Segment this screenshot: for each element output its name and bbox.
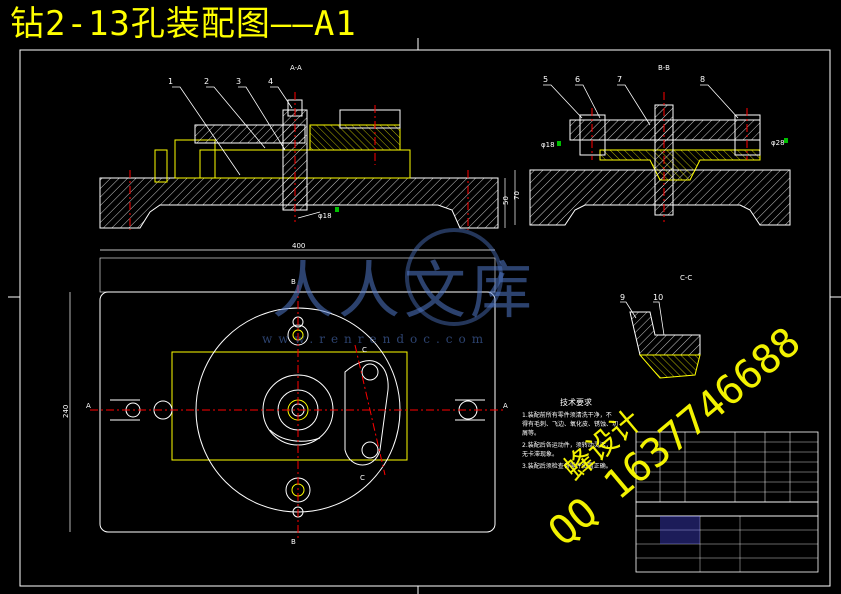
part-number-4: 4 — [268, 77, 273, 86]
c-c-labels: C-C 9 10 — [620, 274, 692, 302]
marker-b-bottom: B — [291, 538, 296, 546]
part-number-6: 6 — [575, 75, 580, 84]
section-b-b — [514, 84, 791, 226]
tech-note-4: 2.装配后各运动件，须转动灵活， — [522, 442, 612, 449]
section-b-b-label: B-B — [658, 64, 670, 72]
dim-400: 400 — [292, 242, 305, 250]
tech-note-5: 无卡滞现象。 — [522, 451, 559, 458]
tech-note-1: 1.装配前所有零件须清洗干净，不 — [522, 412, 612, 419]
tech-note-3: 屑等。 — [522, 430, 541, 437]
watermark-cn: 人人文库 — [272, 254, 537, 327]
part-number-8: 8 — [700, 75, 705, 84]
a-a-labels: A-A 1 2 3 4 50 φ18 — [168, 64, 510, 220]
tech-req-title: 技术要求 — [560, 398, 592, 407]
tech-note-2: 得有毛刺、飞边、氧化皮、锈蚀、切 — [522, 421, 619, 428]
part-number-7: 7 — [617, 75, 622, 84]
watermark-url: www.renrendoc.com — [262, 332, 490, 346]
watermark-logo-icon — [405, 228, 503, 326]
drawing-title: 钻2-13孔装配图——A1 — [10, 4, 357, 44]
dim-70: 70 — [513, 191, 521, 200]
section-c-c-label: C-C — [680, 274, 692, 282]
part-number-9: 9 — [620, 293, 625, 302]
marker-b-top: B — [291, 278, 296, 286]
dim-50: 50 — [502, 196, 510, 205]
tech-note-6: 3.装配后须检查各零件位置正确。 — [522, 463, 612, 470]
dim-phi-1: φ18 — [318, 212, 332, 220]
part-number-3: 3 — [236, 77, 241, 86]
part-number-2: 2 — [204, 77, 209, 86]
section-a-a — [99, 86, 506, 230]
b-b-labels: B-B 5 6 7 8 φ18 φ28 70 — [513, 64, 785, 200]
marker-c-bottom: C — [360, 474, 365, 482]
title-block — [635, 431, 819, 573]
marker-a-left: A — [86, 402, 91, 410]
part-number-10: 10 — [653, 293, 663, 302]
marker-a-right: A — [503, 402, 508, 410]
plan-labels: 400 240 A A B B C C — [62, 242, 508, 546]
section-a-a-label: A-A — [290, 64, 302, 72]
part-number-5: 5 — [543, 75, 548, 84]
section-c-c — [620, 301, 701, 379]
marker-c-top: C — [362, 346, 367, 354]
dim-phi-4: φ28 — [771, 139, 785, 147]
plan-view — [69, 249, 505, 538]
dim-phi-2: φ18 — [541, 141, 555, 149]
part-number-1: 1 — [168, 77, 173, 86]
dim-240: 240 — [62, 405, 70, 418]
